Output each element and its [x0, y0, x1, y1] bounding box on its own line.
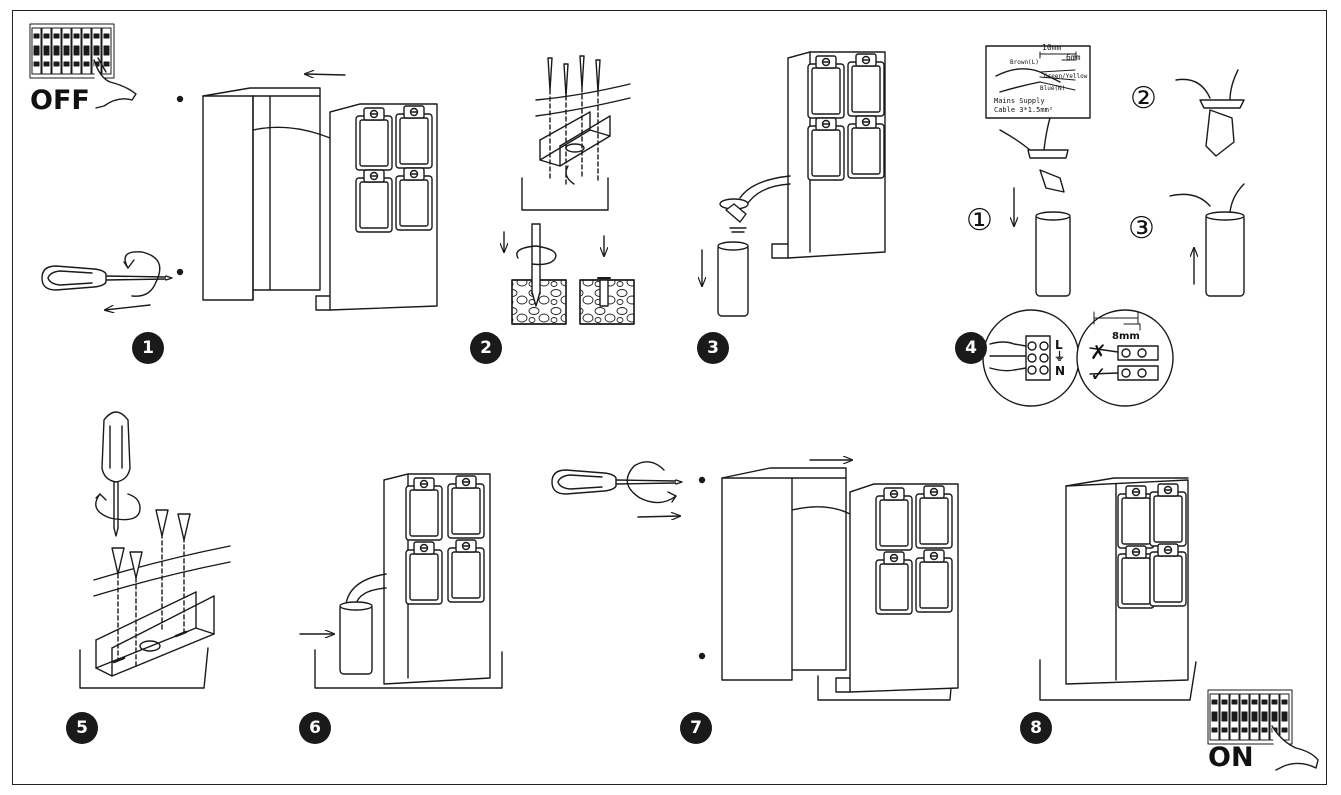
conductor-strip-label: 6mm	[1066, 53, 1081, 62]
wire-earth-label: Green/Yellow	[1044, 73, 1088, 80]
wrong-mark-icon: ✗	[1090, 340, 1107, 364]
power-off-label: OFF	[30, 85, 90, 116]
step4-drawing	[982, 45, 1245, 407]
step7-drawing	[551, 460, 959, 701]
step5-drawing	[79, 411, 231, 689]
step-number-3: 3	[697, 332, 729, 364]
sheet-border	[12, 10, 1327, 785]
step8-drawing	[1039, 477, 1319, 771]
power-on-label: ON	[1208, 742, 1254, 773]
step-number-4: 4	[955, 332, 987, 364]
substep-2-label: ②	[1130, 81, 1157, 116]
step-number-1: 1	[132, 332, 164, 364]
right-mark-icon: ✓	[1090, 362, 1107, 386]
step-number-6: 6	[299, 712, 331, 744]
terminal-neutral-label: N	[1055, 364, 1066, 378]
substep-3-label: ③	[1128, 211, 1155, 246]
step1-drawing	[29, 23, 438, 310]
strip-length-label: 10mm	[1042, 43, 1062, 52]
step-number-5: 5	[66, 712, 98, 744]
wire-blue-label: Blue(N)	[1040, 85, 1066, 92]
step6-drawing	[299, 473, 503, 689]
wire-brown-label: Brown(L)	[1010, 59, 1039, 66]
cable-caption-line2: Cable 3*1.5mm²	[994, 106, 1054, 114]
step-number-2: 2	[470, 332, 502, 364]
substep-1-label: ①	[966, 203, 993, 238]
terminal-live-label: L	[1055, 338, 1063, 352]
cable-caption-line1: Mains Supply	[994, 97, 1045, 105]
step-number-7: 7	[680, 712, 712, 744]
step3-drawing	[702, 51, 886, 317]
step2-drawing	[504, 55, 635, 325]
terminal-earth-label: ⏚	[1054, 350, 1065, 363]
step-number-8: 8	[1020, 712, 1052, 744]
terminal-strip-length-label: 8mm	[1112, 331, 1140, 342]
